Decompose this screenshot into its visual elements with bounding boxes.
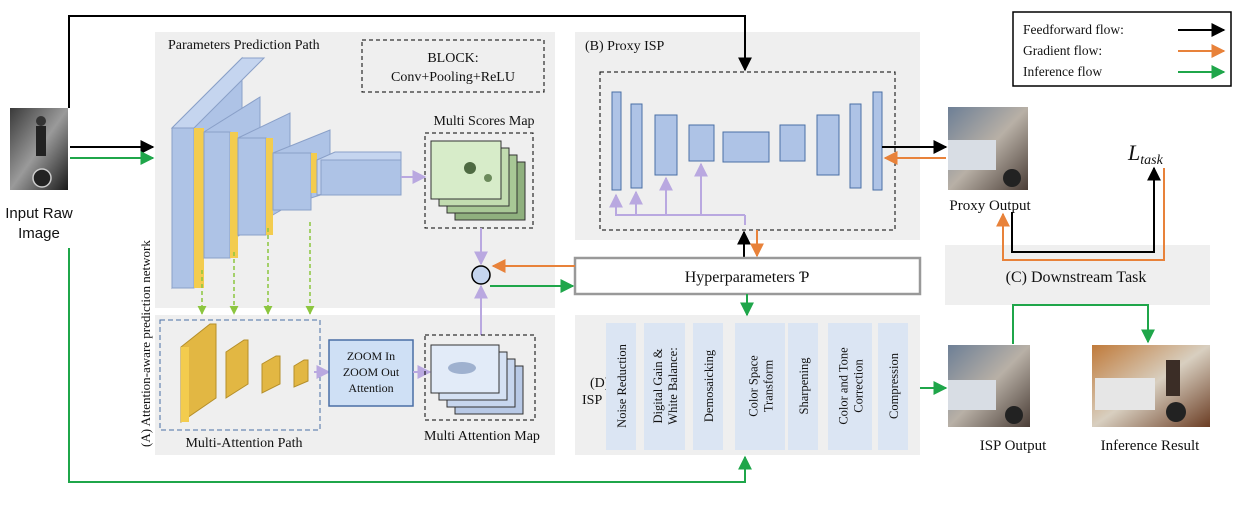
isp-stage-box: [788, 323, 818, 450]
attention-path-box: [159, 319, 321, 431]
legend-label: Inference flow: [1023, 64, 1102, 79]
isp-stage-list: Noise Reduction Digital Gain &White Balan…: [606, 323, 908, 450]
loss-to-output-gradient: [996, 168, 1165, 261]
isp-stage-box: [878, 323, 908, 450]
isp-stage-label: Correction: [852, 359, 866, 413]
attention-map-stack: [430, 344, 524, 415]
multiply-node: [471, 265, 491, 285]
inference-result-image: [1092, 345, 1210, 427]
attention-block-3: [261, 355, 281, 394]
isp-stage-label: Color and Tone: [837, 347, 851, 425]
isp-output-image: [948, 345, 1030, 427]
input-raw-image: [10, 108, 68, 190]
isp-stage-label: White Balance:: [666, 347, 680, 424]
proxy-layer-9: [872, 91, 883, 191]
proxy-output-image: [948, 107, 1028, 190]
input-to-proxy-feedforward: [68, 15, 752, 108]
input-raw-label-1: Input Raw: [5, 205, 73, 222]
isp-stage-label: Noise Reduction: [615, 343, 629, 427]
isp-stage-label: Compression: [887, 352, 901, 419]
legend: Feedforward flow: Gradient flow: Inference…: [1023, 22, 1226, 79]
attention-side-label: (A) Attention-aware prediction network: [138, 240, 153, 447]
scores-map-box: [424, 132, 534, 229]
parameters-path-title: Parameters Prediction Path: [168, 38, 320, 53]
isp-stage-box: [606, 323, 636, 450]
isp-stage-label: Sharpening: [797, 357, 811, 415]
downstream-title: (C) Downstream Task: [1006, 269, 1147, 286]
legend-label: Gradient flow:: [1023, 43, 1102, 58]
block-label-2: Conv+Pooling+ReLU: [391, 70, 515, 85]
proxy-feed-lines: [609, 162, 746, 225]
proxy-layer-6: [779, 124, 806, 162]
proxy-isp-title: (B) Proxy ISP: [585, 39, 665, 54]
cnn-block-5: [316, 151, 402, 196]
isp-stage-box: [693, 323, 723, 450]
proxy-layer-5: [722, 131, 770, 163]
zoom-box: [328, 339, 414, 407]
zoom-line-2: ZOOM Out: [343, 365, 400, 379]
attention-block-4: [293, 359, 309, 388]
isp-output-to-downstream: [1012, 304, 1155, 344]
loss-label: Ltask: [1127, 140, 1164, 168]
input-raw-label-2: Image: [18, 225, 60, 242]
isp-stage-label: Demosaicking: [702, 349, 716, 422]
isp-label-1: (D): [590, 376, 610, 391]
cnn-block-4: [272, 129, 331, 211]
proxy-layer-2: [630, 103, 643, 189]
block-label-1: BLOCK:: [427, 51, 478, 66]
isp-stage-label: Color Space: [747, 355, 761, 417]
zoom-line-3: Attention: [348, 381, 393, 395]
proxy-layer-4: [688, 124, 715, 162]
hyperparameters-label: Hyperparameters Ƥ: [685, 269, 810, 286]
isp-output-label: ISP Output: [980, 438, 1047, 454]
zoom-line-1: ZOOM In: [347, 349, 395, 363]
isp-stage-label: Transform: [762, 360, 776, 413]
inference-result-label: Inference Result: [1101, 438, 1201, 454]
attention-block-2: [225, 339, 249, 399]
loss-main: L: [1127, 140, 1140, 165]
proxy-output-label: Proxy Output: [949, 198, 1031, 214]
proxy-layer-3: [654, 114, 678, 176]
legend-box: [1012, 11, 1232, 87]
scores-map-stack: [430, 140, 526, 221]
proxy-layer-8: [849, 103, 862, 189]
output-to-loss-feedforward: [1011, 166, 1161, 253]
scores-map-label: Multi Scores Map: [433, 114, 534, 129]
proxy-layer-1: [611, 91, 622, 191]
isp-stage-box: [735, 323, 785, 450]
block-legend-box: [361, 39, 545, 93]
attention-block-1: [180, 323, 217, 423]
isp-label-2: ISP: [582, 393, 602, 408]
loss-sub: task: [1140, 153, 1163, 168]
attention-path-title: Multi-Attention Path: [185, 436, 302, 451]
isp-stage-box: [828, 323, 872, 450]
input-to-isp-inference: [68, 248, 752, 483]
isp-stage-label: Digital Gain &: [651, 348, 665, 423]
attention-map-label: Multi Attention Map: [424, 429, 540, 444]
legend-label: Feedforward flow:: [1023, 22, 1124, 37]
downstream-panel: [945, 245, 1210, 305]
proxy-layer-7: [816, 114, 840, 176]
isp-stage-box: [644, 323, 685, 450]
